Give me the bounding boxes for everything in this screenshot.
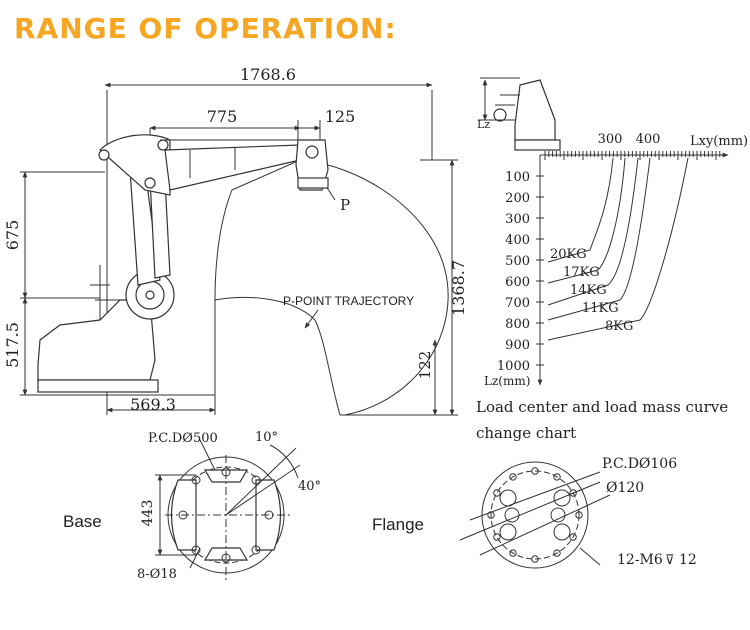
flange-thread-hole [531, 555, 539, 563]
dim-inner-radius: 569.3 [130, 395, 176, 414]
point-p-label: P [340, 196, 350, 214]
trajectory-label: P-POINT TRAJECTORY [283, 294, 414, 308]
base-angle-40: 40° [298, 479, 321, 494]
dim-vertical-range: 1368.7 [449, 260, 468, 316]
y-axis-tick-label: 400 [505, 233, 530, 248]
dim-arm-offset: 125 [325, 107, 356, 126]
flange-depth: 12 [679, 552, 697, 568]
base-label: Base [63, 512, 102, 531]
y-axis-tick-label: 900 [505, 338, 530, 353]
flange-thread-hole [553, 473, 561, 481]
flange-thread-hole [575, 511, 583, 519]
y-axis-ticks: 100 200 300 400 500 600 700 800 900 1000 [497, 170, 544, 374]
flange-thread-hole [531, 467, 539, 475]
load-curve-14kg: 14KG [570, 283, 607, 298]
load-chart: 100 200 300 400 500 600 700 800 900 1000 [497, 151, 729, 386]
flange-thread-hole [509, 549, 517, 557]
y-axis-tick-label: 200 [505, 191, 530, 206]
load-chart-caption-line2: change chart [476, 424, 576, 442]
svg-text:Lz: Lz [477, 118, 490, 131]
flange-thread-holes [487, 467, 583, 563]
base-drawing [155, 439, 301, 580]
flange-pcd: P.C.DØ106 [602, 456, 677, 472]
dim-bottom-offset: 122 [416, 351, 434, 380]
load-chart-y-label: Lz(mm) [484, 374, 530, 388]
flange-drawing [459, 461, 611, 569]
flange-diameter: Ø120 [606, 480, 644, 496]
y-axis-tick-label: 500 [505, 254, 530, 269]
robot-side-view [37, 134, 329, 393]
flange-thread-hole [553, 549, 561, 557]
load-chart-caption-line1: Load center and load mass curve [476, 398, 728, 416]
y-axis-tick-label: 600 [505, 275, 530, 290]
load-chart-robot-icon: Lz [477, 77, 561, 151]
dim-height-lower: 517.5 [3, 322, 22, 368]
y-axis-tick-label: 700 [505, 296, 530, 311]
load-curve-11kg: 11KG [582, 301, 619, 316]
flange-threads: 12-M6 [617, 552, 663, 568]
load-chart-x-tick-400: 400 [636, 132, 661, 147]
flange-label: Flange [372, 515, 424, 534]
load-chart-x-tick-300: 300 [598, 132, 623, 147]
flange-thread-hole [569, 533, 577, 541]
y-axis-tick-label: 1000 [497, 359, 530, 374]
load-chart-x-label: Lxy(mm) [690, 134, 748, 149]
base-angle-10: 10° [255, 430, 278, 445]
flange-depth-symbol-icon: ⊽ [665, 553, 675, 568]
x-axis-minor-ticks [544, 151, 721, 160]
load-curve-20kg: 20KG [550, 247, 587, 262]
dim-arm-upper: 775 [207, 107, 238, 126]
flange-thread-hole [493, 533, 501, 541]
base-holes: 8-Ø18 [137, 567, 177, 582]
load-curve-17kg: 17KG [563, 265, 600, 280]
flange-thread-hole [569, 489, 577, 497]
page-title: RANGE OF OPERATION: [14, 12, 397, 45]
dim-total-reach: 1768.6 [240, 65, 296, 84]
base-width: 443 [140, 500, 156, 527]
flange-thread-hole [509, 473, 517, 481]
base-pcd: P.C.DØ500 [148, 431, 218, 446]
load-curve-8kg: 8KG [605, 319, 633, 334]
y-axis-tick-label: 300 [505, 212, 530, 227]
y-axis-tick-label: 100 [505, 170, 530, 185]
y-axis-tick-label: 800 [505, 317, 530, 332]
flange-thread-hole [493, 489, 501, 497]
dim-height-upper: 675 [3, 220, 22, 251]
